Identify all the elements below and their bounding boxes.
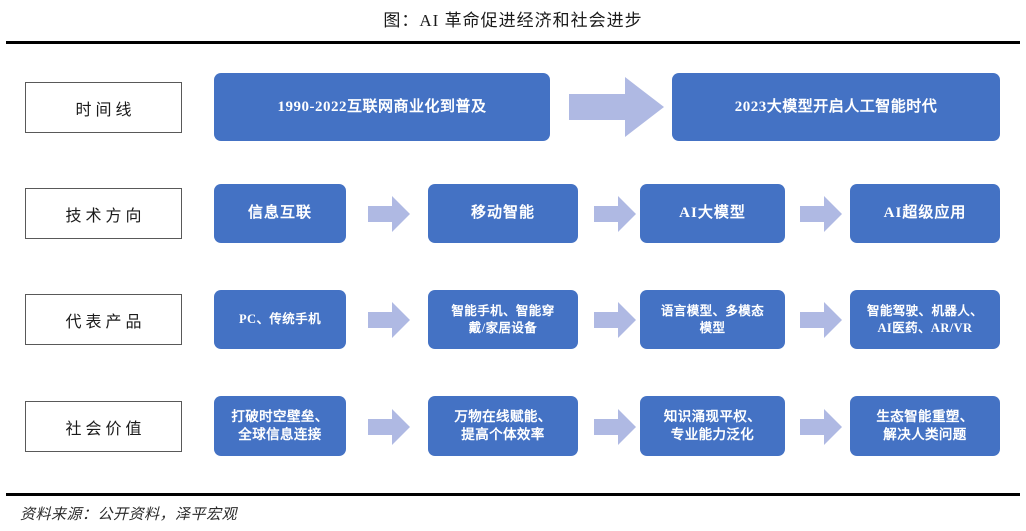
row-label-product: 代表产品 [25, 294, 182, 345]
arrow-product-2 [594, 302, 636, 338]
product-node-4[interactable]: 智能驾驶、机器人、 AI医药、AR/VR [850, 290, 1000, 349]
arrow-timeline-1 [569, 77, 664, 137]
row-label-timeline: 时间线 [25, 82, 182, 133]
arrow-value-2 [594, 409, 636, 445]
product-node-2[interactable]: 智能手机、智能穿 戴/家居设备 [428, 290, 578, 349]
value-node-4[interactable]: 生态智能重塑、 解决人类问题 [850, 396, 1000, 456]
tech-node-1[interactable]: 信息互联 [214, 184, 346, 243]
product-node-3[interactable]: 语言模型、多模态 模型 [640, 290, 785, 349]
arrow-tech-2 [594, 196, 636, 232]
row-label-tech: 技术方向 [25, 188, 182, 239]
arrow-product-3 [800, 302, 842, 338]
tech-node-3[interactable]: AI大模型 [640, 184, 785, 243]
timeline-node-1[interactable]: 1990-2022互联网商业化到普及 [214, 73, 550, 141]
arrow-value-3 [800, 409, 842, 445]
tech-node-4[interactable]: AI超级应用 [850, 184, 1000, 243]
source-note: 资料来源：公开资料，泽平宏观 [20, 507, 238, 523]
value-node-3[interactable]: 知识涌现平权、 专业能力泛化 [640, 396, 785, 456]
row-label-value: 社会价值 [25, 401, 182, 452]
tech-node-2[interactable]: 移动智能 [428, 184, 578, 243]
arrow-value-1 [368, 409, 410, 445]
value-node-2[interactable]: 万物在线赋能、 提高个体效率 [428, 396, 578, 456]
arrow-tech-3 [800, 196, 842, 232]
arrow-tech-1 [368, 196, 410, 232]
bottom-divider [6, 493, 1020, 496]
timeline-node-2[interactable]: 2023大模型开启人工智能时代 [672, 73, 1000, 141]
product-node-1[interactable]: PC、传统手机 [214, 290, 346, 349]
top-divider [6, 41, 1020, 44]
page-title: 图：AI 革命促进经济和社会进步 [383, 11, 643, 30]
arrow-product-1 [368, 302, 410, 338]
value-node-1[interactable]: 打破时空壁垒、 全球信息连接 [214, 396, 346, 456]
